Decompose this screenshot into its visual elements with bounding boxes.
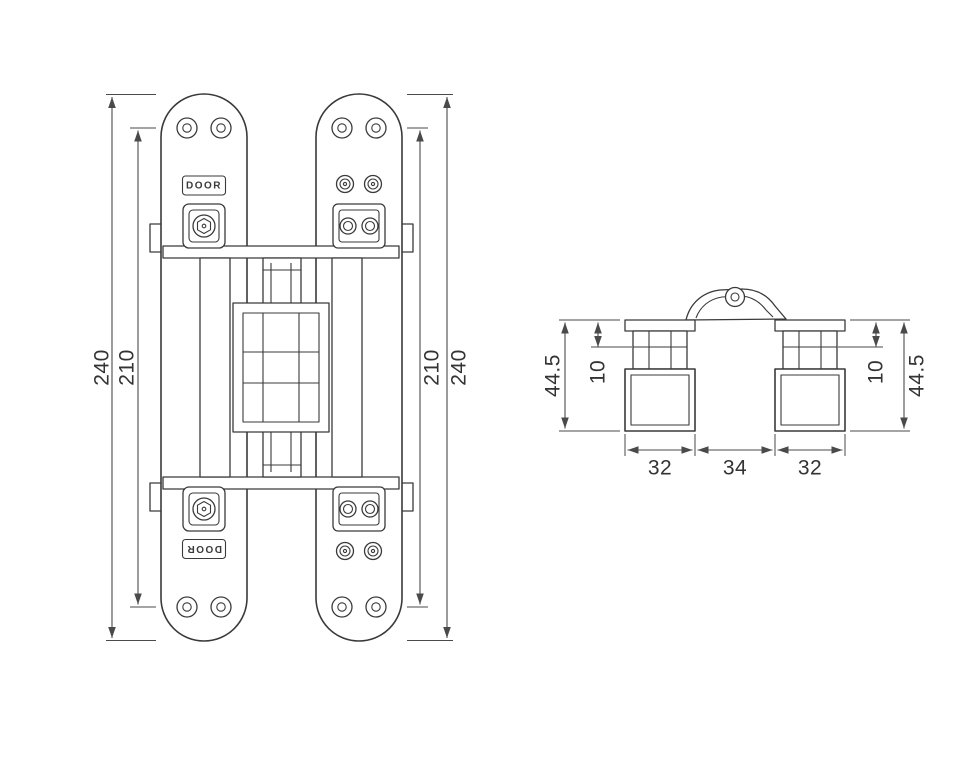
socket-inner bbox=[364, 220, 376, 232]
front-view: DOOR DOOR 240 210 210 2 bbox=[91, 93, 471, 642]
screw-hole bbox=[331, 117, 353, 139]
screw-hole bbox=[365, 117, 387, 139]
housing-outline bbox=[232, 302, 330, 433]
screw-hole bbox=[331, 596, 353, 618]
side-view: 44.5 10 10 44.5 32 34 32 bbox=[542, 286, 929, 480]
dim-label-240-right: 240 bbox=[448, 349, 471, 386]
right-body-section bbox=[774, 319, 846, 432]
door-badge-frame bbox=[181, 538, 227, 560]
upper-body bbox=[632, 330, 688, 370]
screw-hole bbox=[210, 596, 232, 618]
socket-inner bbox=[342, 503, 354, 515]
screw-hole bbox=[210, 117, 232, 139]
socket-inner bbox=[342, 220, 354, 232]
socket-bolt bbox=[363, 174, 383, 194]
screw-hole bbox=[176, 596, 198, 618]
dim-front-right-outer: 240 bbox=[407, 94, 471, 641]
socket bbox=[361, 500, 379, 518]
dim-label-34-center: 34 bbox=[723, 457, 747, 480]
door-badge-bottom: DOOR bbox=[181, 538, 227, 560]
linkage-arms bbox=[199, 257, 363, 478]
socket-bolt bbox=[335, 541, 355, 561]
block-outline bbox=[332, 486, 386, 532]
dim-label-32-right: 32 bbox=[798, 457, 822, 480]
socket-bolt bbox=[335, 174, 355, 194]
block-inner bbox=[338, 209, 380, 243]
left-body-section bbox=[624, 319, 696, 432]
dim-front-left-inner: 210 bbox=[116, 127, 156, 608]
dim-side-left-inner: 10 bbox=[587, 322, 632, 384]
screw-hole bbox=[365, 596, 387, 618]
left-arm bbox=[199, 257, 231, 478]
adjuster-block-bottom-right bbox=[332, 486, 386, 532]
block-inner bbox=[188, 209, 220, 243]
hex-nut bbox=[196, 500, 212, 518]
screw-hole bbox=[176, 117, 198, 139]
socket bbox=[339, 500, 357, 518]
block-inner bbox=[188, 492, 220, 526]
upper-body bbox=[782, 330, 838, 370]
dim-side-left-outer: 44.5 bbox=[542, 319, 620, 432]
dim-label-44-5-left: 44.5 bbox=[542, 354, 565, 397]
pivot-ring bbox=[724, 286, 746, 308]
pin-ring bbox=[192, 214, 216, 238]
hinge-pin-block-top-left bbox=[182, 203, 226, 249]
pin-center bbox=[201, 223, 207, 229]
block-inner bbox=[338, 492, 380, 526]
pin-center bbox=[201, 506, 207, 512]
pin-ring bbox=[192, 497, 216, 521]
hinge-arm-top bbox=[685, 286, 787, 321]
dim-label-240-left: 240 bbox=[91, 349, 114, 386]
dim-side-right-outer: 44.5 bbox=[850, 319, 929, 432]
door-label-bottom: DOOR bbox=[186, 543, 222, 554]
dim-label-44-5-right: 44.5 bbox=[906, 354, 929, 397]
door-badge-frame bbox=[181, 175, 227, 196]
door-badge-top: DOOR bbox=[181, 175, 227, 196]
center-housing bbox=[232, 302, 330, 433]
lower-box-inner bbox=[630, 374, 690, 426]
right-arm bbox=[331, 257, 363, 478]
hinge-pin-block-bottom-left bbox=[182, 486, 226, 532]
adjuster-block-top-right bbox=[332, 203, 386, 249]
dim-side-bottom: 32 34 32 bbox=[624, 434, 846, 480]
lower-box-inner bbox=[780, 374, 840, 426]
dim-label-210-left: 210 bbox=[116, 349, 139, 386]
door-label-top: DOOR bbox=[186, 181, 222, 192]
socket-inner bbox=[364, 503, 376, 515]
dim-label-10-left: 10 bbox=[587, 360, 610, 384]
top-plate-edge bbox=[774, 319, 846, 332]
hex-nut bbox=[196, 217, 212, 235]
dim-front-left-outer: 240 bbox=[91, 94, 156, 641]
block-outline bbox=[332, 203, 386, 249]
socket bbox=[361, 217, 379, 235]
dim-label-10-right: 10 bbox=[865, 360, 888, 384]
socket-bolts bbox=[335, 174, 383, 561]
top-plate-edge bbox=[624, 319, 696, 332]
lower-box bbox=[624, 368, 696, 432]
housing-inner bbox=[242, 312, 320, 423]
countersunk-screw-holes bbox=[176, 117, 387, 618]
dim-side-right-inner: 10 bbox=[838, 322, 888, 384]
pivot-center bbox=[730, 292, 740, 302]
lower-box bbox=[774, 368, 846, 432]
dim-front-right-inner: 210 bbox=[407, 127, 444, 608]
socket-bolt bbox=[363, 541, 383, 561]
socket bbox=[339, 217, 357, 235]
dim-label-210-right: 210 bbox=[421, 349, 444, 386]
dim-label-32-left: 32 bbox=[648, 457, 672, 480]
